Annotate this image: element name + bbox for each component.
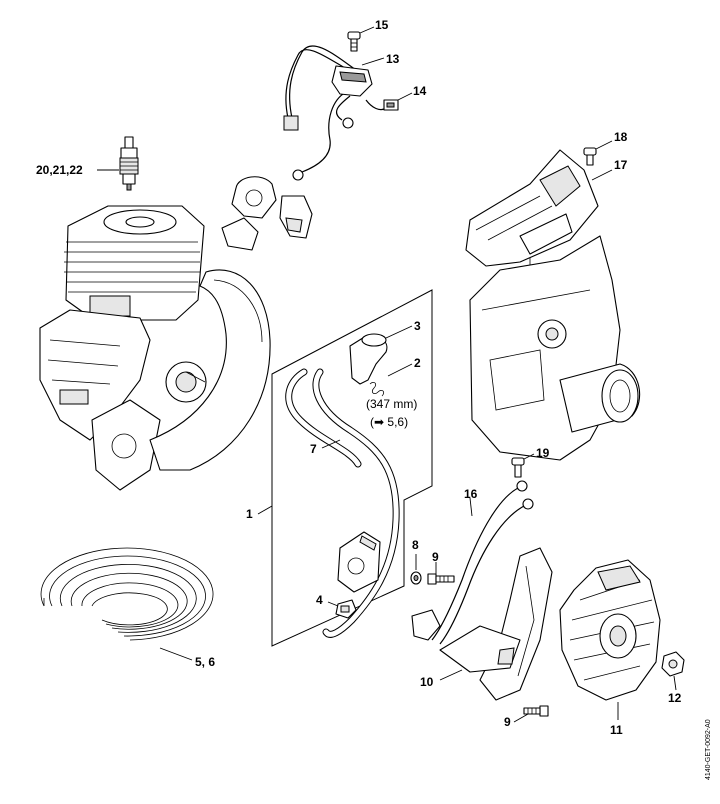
callout-3: 3	[414, 319, 421, 333]
short-circuit-wire	[411, 480, 534, 645]
nut-12	[661, 651, 685, 677]
flywheel	[559, 559, 661, 701]
callout-17: 17	[614, 158, 628, 172]
guide-bracket	[439, 547, 553, 701]
washer-8	[410, 571, 422, 585]
callout-8: 8	[412, 538, 419, 552]
drawing-id: 4140-GET-0092-A0	[705, 719, 712, 780]
callout-12: 12	[668, 691, 682, 705]
callout-5-6: 5, 6	[195, 655, 215, 669]
crankcase	[39, 309, 161, 491]
callout-9-upper: 9	[432, 550, 439, 564]
screw-15	[347, 31, 361, 52]
reference-note: (➡ 5,6)	[370, 415, 408, 429]
callout-13: 13	[386, 52, 400, 66]
connector-14	[383, 99, 399, 111]
callout-9-lower: 9	[504, 715, 511, 729]
ignition-module	[283, 45, 387, 181]
bracket-parts	[221, 176, 313, 251]
assembly-frame	[271, 289, 433, 647]
callout-16: 16	[464, 487, 478, 501]
terminal-4	[335, 599, 357, 619]
ignition-lead	[285, 368, 400, 638]
screw-9-lower	[523, 705, 549, 717]
callout-4: 4	[316, 593, 323, 607]
spark-plug-boot	[349, 333, 388, 385]
callout-11: 11	[610, 723, 623, 737]
callout-7: 7	[310, 442, 317, 456]
callout-14: 14	[413, 84, 427, 98]
spark-plug	[119, 136, 139, 191]
callout-20-21-22: 20,21,22	[36, 163, 83, 177]
callout-18: 18	[614, 130, 628, 144]
screw-19	[511, 457, 525, 478]
screw-18	[583, 147, 597, 166]
callout-1: 1	[246, 507, 253, 521]
reference-text: 5,6	[387, 415, 404, 429]
rewind-spring	[40, 547, 214, 641]
screw-9-upper	[427, 573, 455, 585]
callout-2: 2	[414, 356, 421, 370]
callout-15: 15	[375, 18, 389, 32]
engine-cylinder	[64, 205, 205, 321]
crankcase-half	[469, 235, 641, 461]
right-arrow-icon: ➡	[374, 415, 384, 429]
contact-spring	[369, 381, 385, 397]
ignition-coil	[337, 531, 381, 593]
lead-length-note: (347 mm)	[366, 397, 417, 411]
callout-19: 19	[536, 446, 550, 460]
fan-housing	[149, 269, 271, 471]
intake-housing	[465, 149, 599, 272]
callout-10: 10	[420, 675, 434, 689]
